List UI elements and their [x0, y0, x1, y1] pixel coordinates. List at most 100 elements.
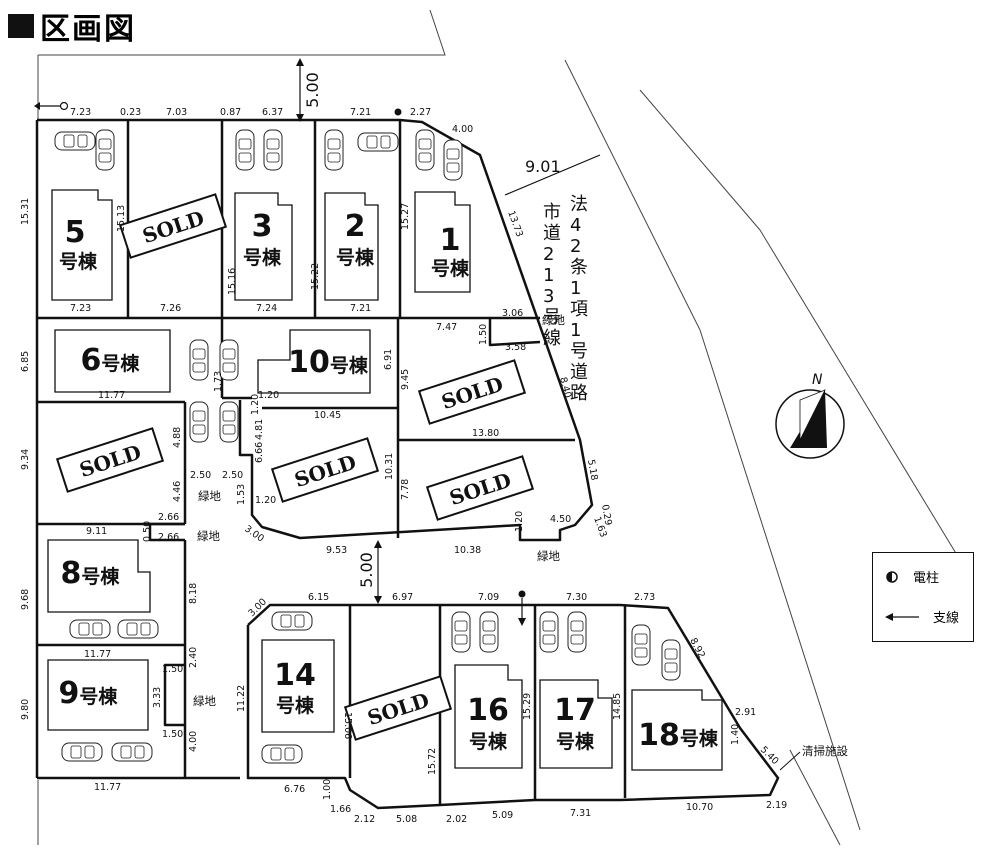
setback-indicators: 5.00 5.00	[296, 58, 382, 604]
dim-label: 2.50	[222, 470, 243, 481]
lot-6-label: 6号棟	[81, 343, 141, 378]
dim-label: 1.53	[236, 484, 247, 505]
dim-label: 10.45	[314, 410, 341, 421]
dim-label: 6.15	[308, 592, 329, 603]
dim-label: 10.31	[384, 453, 395, 480]
dim-label: 15.27	[400, 203, 411, 230]
dim-label: 10.70	[686, 802, 713, 813]
dim-label: 6.85	[20, 351, 31, 372]
title-marker-icon	[8, 14, 34, 38]
dim-label: 15.31	[20, 198, 31, 225]
title-text: 区画図	[40, 12, 136, 47]
lot-number: 16	[467, 693, 509, 728]
dim-label: 7.23	[70, 303, 91, 314]
dim-label: 1.20	[255, 495, 276, 506]
lot-number: 5	[65, 215, 86, 250]
dim-label: 1.20	[250, 394, 261, 415]
dim-label: 2.02	[446, 814, 467, 825]
misc-labels: 緑地 緑地 緑地 緑地 緑地 清掃施設	[193, 313, 848, 771]
dim-label: 7.21	[350, 303, 371, 314]
north-label: N	[812, 372, 823, 388]
green-label: 緑地	[193, 694, 216, 708]
dim-label: 9.80	[20, 699, 31, 720]
dim-label: 2.73	[634, 592, 655, 603]
legend: 電柱 支線	[872, 552, 974, 642]
dim-label: 7.47	[436, 322, 457, 333]
utility-pole-icon	[394, 108, 402, 116]
dim-label: 1.66	[330, 804, 351, 815]
dim-label: 7.30	[566, 592, 587, 603]
dim-label: 11.22	[236, 685, 247, 712]
dim-label: 1.00	[322, 779, 333, 800]
dim-label: 9.45	[400, 369, 411, 390]
dim-label: 14.85	[612, 693, 623, 720]
legend-guy-label: 支線	[933, 611, 960, 626]
dim-label: 1.20	[258, 390, 279, 401]
dim-label: 1.50	[162, 664, 183, 675]
dim-label: 7.21	[350, 107, 371, 118]
dim-label: 6.37	[262, 107, 283, 118]
dim-label: 6.76	[284, 784, 305, 795]
dim-label: 7.24	[256, 303, 277, 314]
dim-label: 1.20	[514, 511, 525, 532]
dim-label: 15.13	[116, 205, 127, 232]
dim-label: 8.18	[188, 583, 199, 604]
dim-label: 1.40	[730, 724, 741, 745]
dim-label: 4.88	[172, 427, 183, 448]
dim-label: 15.22	[310, 263, 321, 290]
dim-label: 13.80	[472, 428, 499, 439]
dim-label: 2.19	[766, 800, 787, 811]
dim-label: 4.00	[452, 124, 473, 135]
green-label: 緑地	[537, 549, 560, 563]
utility-pole-icon	[518, 590, 526, 598]
green-label: 緑地	[197, 529, 220, 543]
legend-row-guy: 支線	[885, 607, 959, 626]
dim-label: 7.31	[570, 808, 591, 819]
green-label: 緑地	[198, 489, 221, 503]
dim-label: 11.77	[84, 649, 111, 660]
lot-8-label: 8号棟	[61, 556, 121, 591]
dim-label: 2.40	[188, 647, 199, 668]
lot-9-label: 9号棟	[59, 676, 119, 711]
utility-pole-icon	[886, 570, 898, 583]
lot-number: 14	[274, 658, 316, 693]
dim-label: 15.29	[522, 693, 533, 720]
dim-label: 5.09	[492, 810, 513, 821]
dim-label: 5.08	[396, 814, 417, 825]
dim-label: 4.81	[254, 419, 265, 440]
dim-label: 4.46	[172, 481, 183, 502]
guy-wire-arrow-icon	[885, 612, 919, 621]
dim-label: 4.50	[550, 514, 571, 525]
dim-label: 6.91	[383, 349, 394, 370]
dim-label: 2.12	[354, 814, 375, 825]
setback-value: 5.00	[303, 72, 322, 108]
dim-label: 9.53	[326, 545, 347, 556]
dim-label: 2.66	[158, 532, 179, 543]
dim-label: 15.06	[342, 712, 353, 739]
dim-label: 9.68	[20, 589, 31, 610]
dim-label: 3.06	[502, 308, 523, 319]
dim-label: 8.40	[557, 376, 573, 399]
page-title: 区画図	[8, 4, 136, 48]
lot-18-label: 18号棟	[638, 718, 719, 753]
lot-suffix: 号棟	[243, 246, 282, 269]
site-markers	[34, 101, 526, 626]
dim-label: 15.16	[227, 268, 238, 295]
dim-label: 1.73	[213, 371, 224, 392]
legend-pole-label: 電柱	[913, 571, 940, 586]
cleaning-facility-label: 清掃施設	[802, 744, 848, 758]
lot-number: 3	[252, 209, 273, 244]
dim-label: 7.26	[160, 303, 181, 314]
dim-label: 0.29	[599, 504, 614, 527]
lot-suffix: 号棟	[431, 257, 470, 280]
lot-number: 2	[345, 209, 366, 244]
dim-label: 6.97	[392, 592, 413, 603]
lot-suffix: 号棟	[556, 730, 595, 753]
dim-label: 11.77	[94, 782, 121, 793]
dim-label: 1.50	[162, 729, 183, 740]
dim-label: 9.11	[86, 526, 107, 537]
